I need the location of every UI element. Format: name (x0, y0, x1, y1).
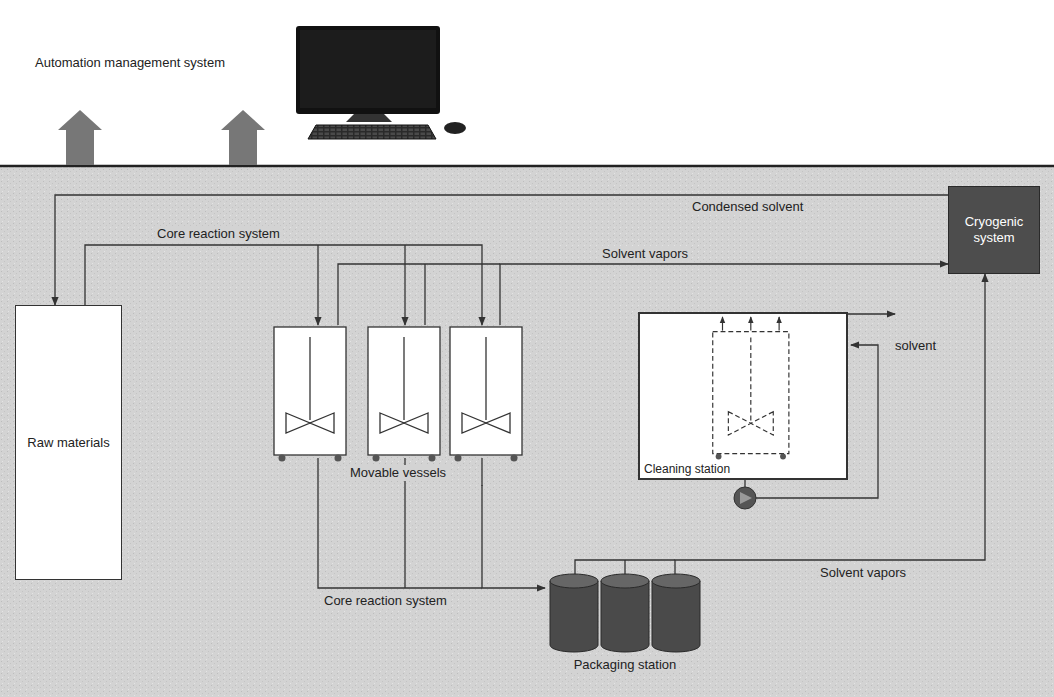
plant-ground (0, 167, 1054, 697)
up-arrow (58, 110, 102, 165)
node-label: Movable vessels (347, 465, 449, 481)
vessel-group: Movable vessels (270, 325, 526, 485)
edge-label: Solvent vapors (818, 565, 908, 581)
flow-connector (85, 245, 482, 325)
branch-lines (318, 245, 895, 588)
edge-label: Condensed solvent (690, 199, 805, 215)
cleaning-station-box: Cleaning station (638, 312, 848, 480)
raw-materials-box: Raw materials (15, 305, 122, 580)
node-label: Cleaning station (644, 462, 730, 476)
up-arrow (221, 110, 265, 165)
flow-connector (482, 485, 545, 588)
node-label: Packaging station (571, 657, 680, 673)
edge-label: Core reaction system (155, 226, 282, 242)
text-label: solvent (895, 338, 936, 354)
flow-connector (55, 195, 948, 305)
node-label: Raw materials (27, 435, 109, 451)
packaging-group: Packaging station (545, 571, 705, 675)
edge-label: Solvent vapors (600, 246, 690, 262)
cryogenic-box: Cryogenic system (948, 186, 1040, 274)
computer-icon (296, 26, 466, 139)
pump-symbol (734, 487, 756, 509)
edge-label: Core reaction system (322, 593, 449, 609)
node-illustration (270, 325, 526, 485)
text-label: Automation management system (35, 55, 225, 71)
node-illustration (640, 314, 846, 478)
node-label: Cryogenic system (953, 214, 1035, 245)
divider-line (0, 165, 1054, 168)
